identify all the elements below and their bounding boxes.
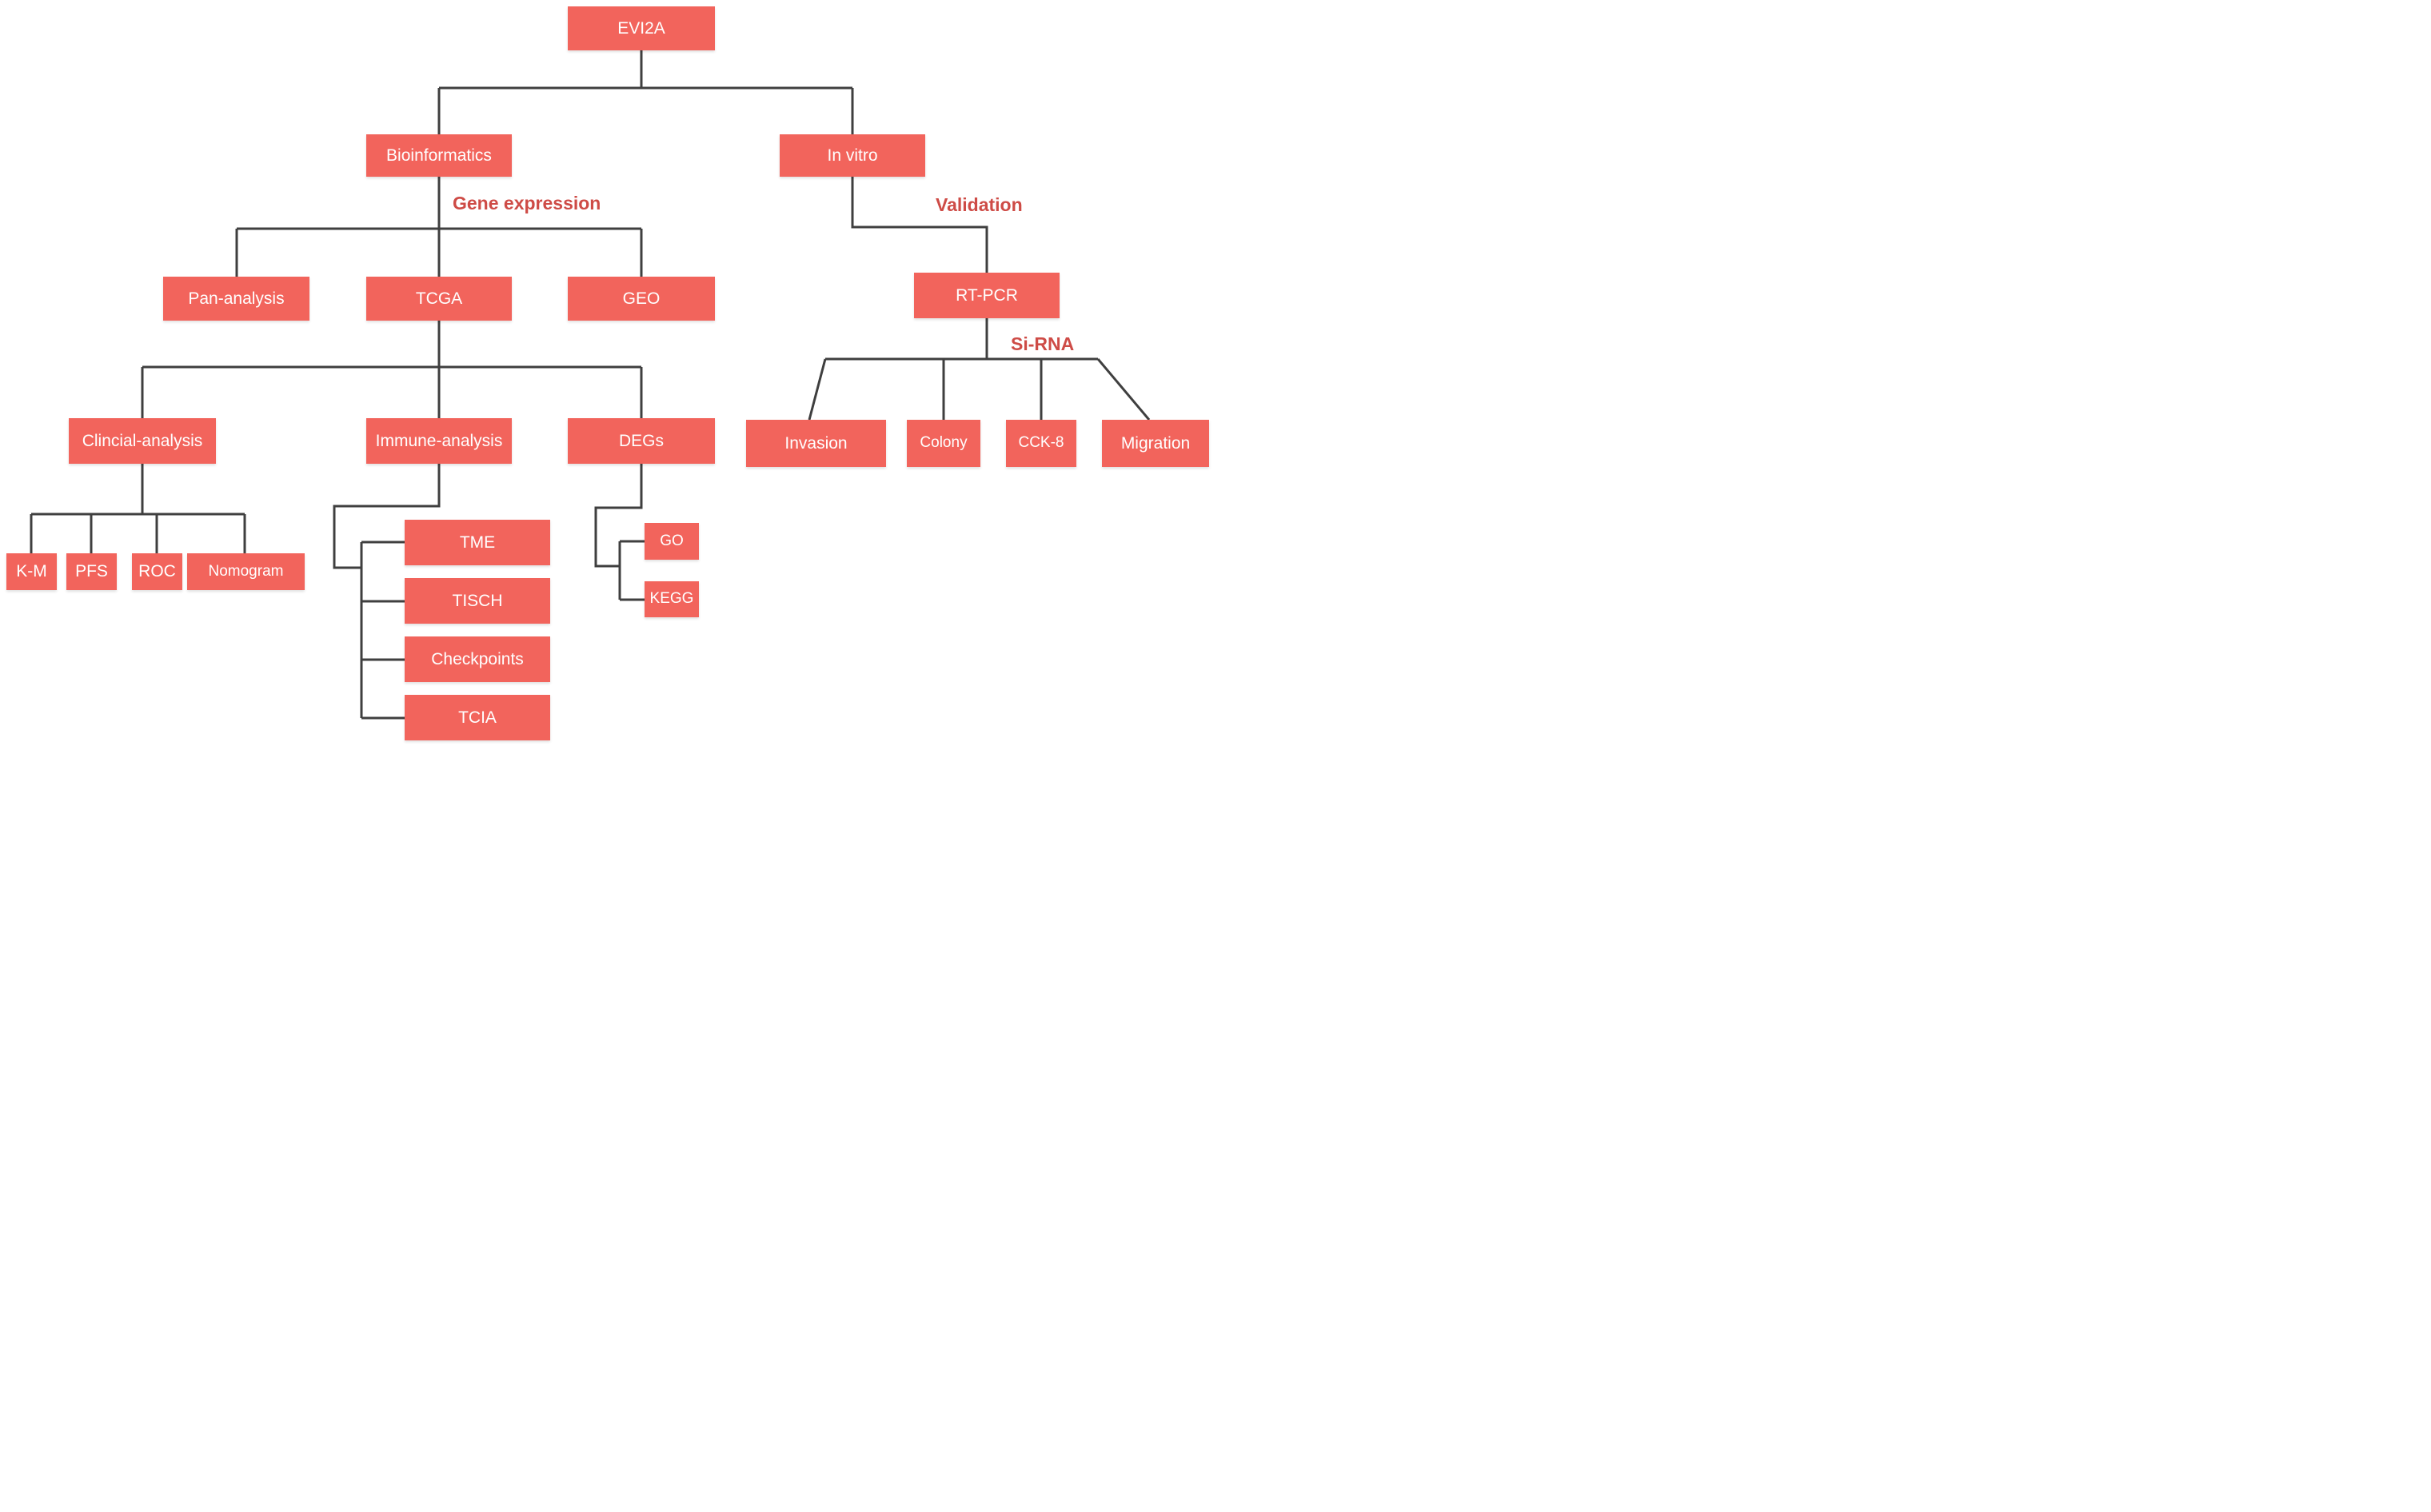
node-in-vitro: In vitro bbox=[780, 134, 925, 177]
node-go: GO bbox=[645, 523, 699, 560]
node-nomogram: Nomogram bbox=[187, 553, 305, 590]
node-migration: Migration bbox=[1102, 420, 1209, 467]
connector-bioinformatics-to-datasets bbox=[235, 177, 643, 277]
connector-invitro-to-rtpcr bbox=[851, 177, 988, 273]
node-degs: DEGs bbox=[568, 418, 715, 464]
node-kegg: KEGG bbox=[645, 581, 699, 617]
connector-tcga-to-analyses bbox=[141, 321, 643, 418]
node-tcga: TCGA bbox=[366, 277, 512, 321]
node-roc: ROC bbox=[132, 553, 182, 590]
node-tme: TME bbox=[405, 520, 550, 565]
node-pan-analysis: Pan-analysis bbox=[163, 277, 309, 321]
flowchart-canvas: EVI2A Bioinformatics In vitro Gene expre… bbox=[0, 0, 1216, 756]
connector-lines bbox=[30, 50, 1151, 720]
edge-label-gene-expression: Gene expression bbox=[453, 193, 601, 213]
node-k-m: K-M bbox=[6, 553, 57, 590]
connector-clincial-to-children bbox=[30, 464, 246, 553]
edge-label-validation: Validation bbox=[936, 194, 1023, 215]
connector-immune-to-children bbox=[333, 464, 441, 720]
node-pfs: PFS bbox=[66, 553, 117, 590]
node-evi2a: EVI2A bbox=[568, 6, 715, 50]
node-colony: Colony bbox=[907, 420, 980, 467]
node-rt-pcr: RT-PCR bbox=[914, 273, 1060, 318]
connector-rtpcr-to-assays bbox=[808, 318, 1151, 421]
node-geo: GEO bbox=[568, 277, 715, 321]
node-bioinformatics: Bioinformatics bbox=[366, 134, 512, 177]
node-cck-8: CCK-8 bbox=[1006, 420, 1076, 467]
node-clincial-analysis: Clincial-analysis bbox=[69, 418, 216, 464]
node-immune-analysis: Immune-analysis bbox=[366, 418, 512, 464]
node-checkpoints: Checkpoints bbox=[405, 636, 550, 682]
edge-label-si-rna: Si-RNA bbox=[1011, 333, 1075, 354]
node-tcia: TCIA bbox=[405, 695, 550, 740]
node-invasion: Invasion bbox=[746, 420, 886, 467]
connector-degs-to-children bbox=[594, 464, 645, 601]
connector-evi2a-to-branches bbox=[437, 50, 854, 134]
node-tisch: TISCH bbox=[405, 578, 550, 624]
